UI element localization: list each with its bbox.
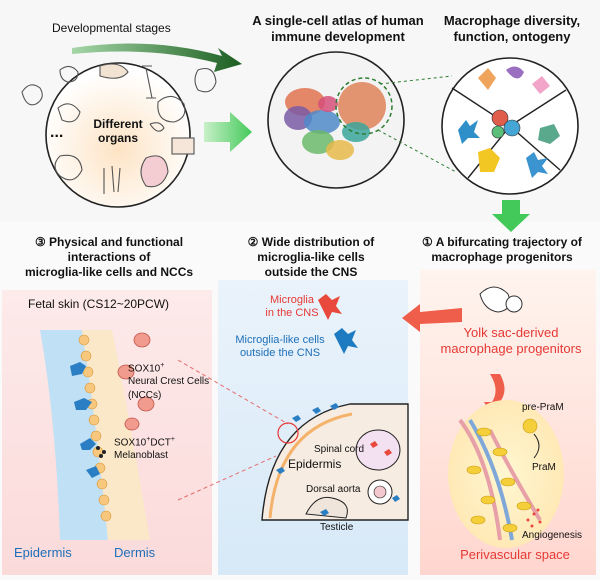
pram-cells — [466, 427, 532, 533]
panel3-title-line1: ③ Physical and functional — [34, 235, 184, 249]
diversity-title-line1: Macrophage diversity, — [443, 13, 581, 28]
epidermis-layer — [40, 330, 108, 540]
panel2-title-line1: ② Wide distribution of — [247, 235, 375, 249]
angiogenesis-label: Angiogenesis — [522, 530, 583, 541]
testicle-label: Testicle — [320, 522, 354, 533]
melanoblast-line1: SOX10+DCT+ — [114, 436, 175, 449]
microglia-like-cells-torso — [276, 403, 400, 516]
organs-to-atlas-arrow — [204, 112, 252, 152]
spinal-cord-label: Spinal cord — [314, 444, 365, 455]
mel-sup1: + — [146, 436, 151, 443]
atlas-title-line2: immune development — [271, 29, 405, 44]
mel-sup2: + — [170, 436, 175, 443]
kidney-icon — [57, 103, 81, 123]
panel1-title-line1: ① A bifurcating trajectory of — [422, 235, 582, 249]
organ-sketches — [21, 63, 217, 194]
umap-clusters — [284, 82, 386, 160]
diversity-to-trajectory-arrow — [492, 200, 530, 232]
organs-label-line1: Different — [93, 117, 143, 131]
panel1-title-line2: macrophage progenitors — [431, 250, 573, 264]
yolk-sac-label-line1: Yolk sac-derived — [463, 325, 559, 340]
fetus-icon — [194, 67, 217, 93]
developmental-stages-arrow — [72, 43, 242, 72]
zoom-line-top — [379, 75, 453, 85]
diversity-title-line2: function, ontogeny — [453, 29, 571, 44]
yolk-sac-label-line2: macrophage progenitors — [440, 341, 582, 356]
intestine-icon — [54, 154, 83, 181]
embryo-icon — [21, 84, 43, 106]
lung-icon — [149, 122, 165, 132]
trajectory-to-distribution-arrow — [402, 304, 462, 332]
panel3-title-line3: microglia-like cells and NCCs — [24, 265, 194, 279]
microglia-legend-icon — [318, 294, 342, 320]
bone-icon — [142, 65, 156, 99]
ncc-line2: Neural Crest Cells — [128, 376, 210, 387]
basal-cells — [78, 334, 112, 522]
panel2-title-line2: microglia-like cells — [257, 250, 365, 264]
ncc-sox10: SOX10 — [128, 363, 161, 375]
macrophage-cells — [458, 66, 560, 178]
testicle — [305, 496, 348, 519]
embryo-icon-2 — [59, 65, 79, 83]
skin-zoom-connector — [177, 455, 277, 501]
angiogenesis-dots — [526, 508, 542, 528]
skin-block-icon — [171, 137, 195, 155]
macrophage-cluster-highlight — [335, 77, 393, 135]
liver-icon — [99, 63, 129, 79]
ncc-line3: (NCCs) — [128, 390, 162, 401]
yolk-sac — [505, 295, 523, 313]
mel-dct: DCT — [150, 437, 171, 449]
brain-icon — [157, 95, 186, 123]
mlc-label-line1: Microglia-like cells — [235, 334, 325, 346]
pre-pram-cell — [522, 418, 538, 434]
pram-label: PraM — [532, 462, 556, 473]
dorsal-aorta-label: Dorsal aorta — [306, 484, 361, 495]
skin-zoom-connector-2 — [177, 359, 289, 425]
atlas-title-line1: A single-cell atlas of human — [252, 13, 424, 28]
mel-sox10: SOX10 — [114, 437, 147, 449]
pre-pram-to-pram-arrow — [533, 433, 540, 459]
ncc-line1: SOX10+ — [128, 362, 164, 375]
torso-epidermis — [268, 412, 353, 519]
zoom-line-bottom — [377, 129, 457, 173]
ncc-sup: + — [160, 362, 165, 369]
microglia-in-spinal-cord — [370, 441, 392, 456]
spinal-cord — [355, 429, 401, 471]
skin-zoom-circle — [277, 422, 299, 444]
perivascular-label: Perivascular space — [460, 547, 570, 562]
heart-icon — [140, 155, 169, 188]
neural-crest-cells — [117, 332, 155, 431]
mlc-legend-icon — [334, 328, 358, 354]
pre-pram-label: pre-PraM — [522, 402, 564, 413]
organs-ellipsis: ... — [50, 124, 64, 141]
spine-icon — [103, 165, 121, 194]
developmental-stages-label: Developmental stages — [52, 21, 171, 35]
microglia-label-line1: Microglia — [269, 294, 314, 306]
mlc-label-line2: outside the CNS — [239, 347, 321, 359]
torso-epidermis-label: Epidermis — [288, 457, 342, 471]
microglia-label-line2: in the CNS — [265, 307, 319, 319]
melanoblast-line2: Melanoblast — [114, 450, 168, 461]
dermis-label: Dermis — [114, 545, 156, 560]
panel3-title-line2: interactions of — [67, 250, 151, 264]
organs-label-line2: organs — [97, 131, 138, 145]
microglia-like-cells-skin — [70, 362, 100, 478]
dermis-layer — [82, 330, 150, 540]
skin-title: Fetal skin (CS12~20PCW) — [28, 297, 170, 311]
panel2-title-line3: outside the CNS — [264, 265, 358, 279]
epidermis-label: Epidermis — [14, 545, 72, 560]
